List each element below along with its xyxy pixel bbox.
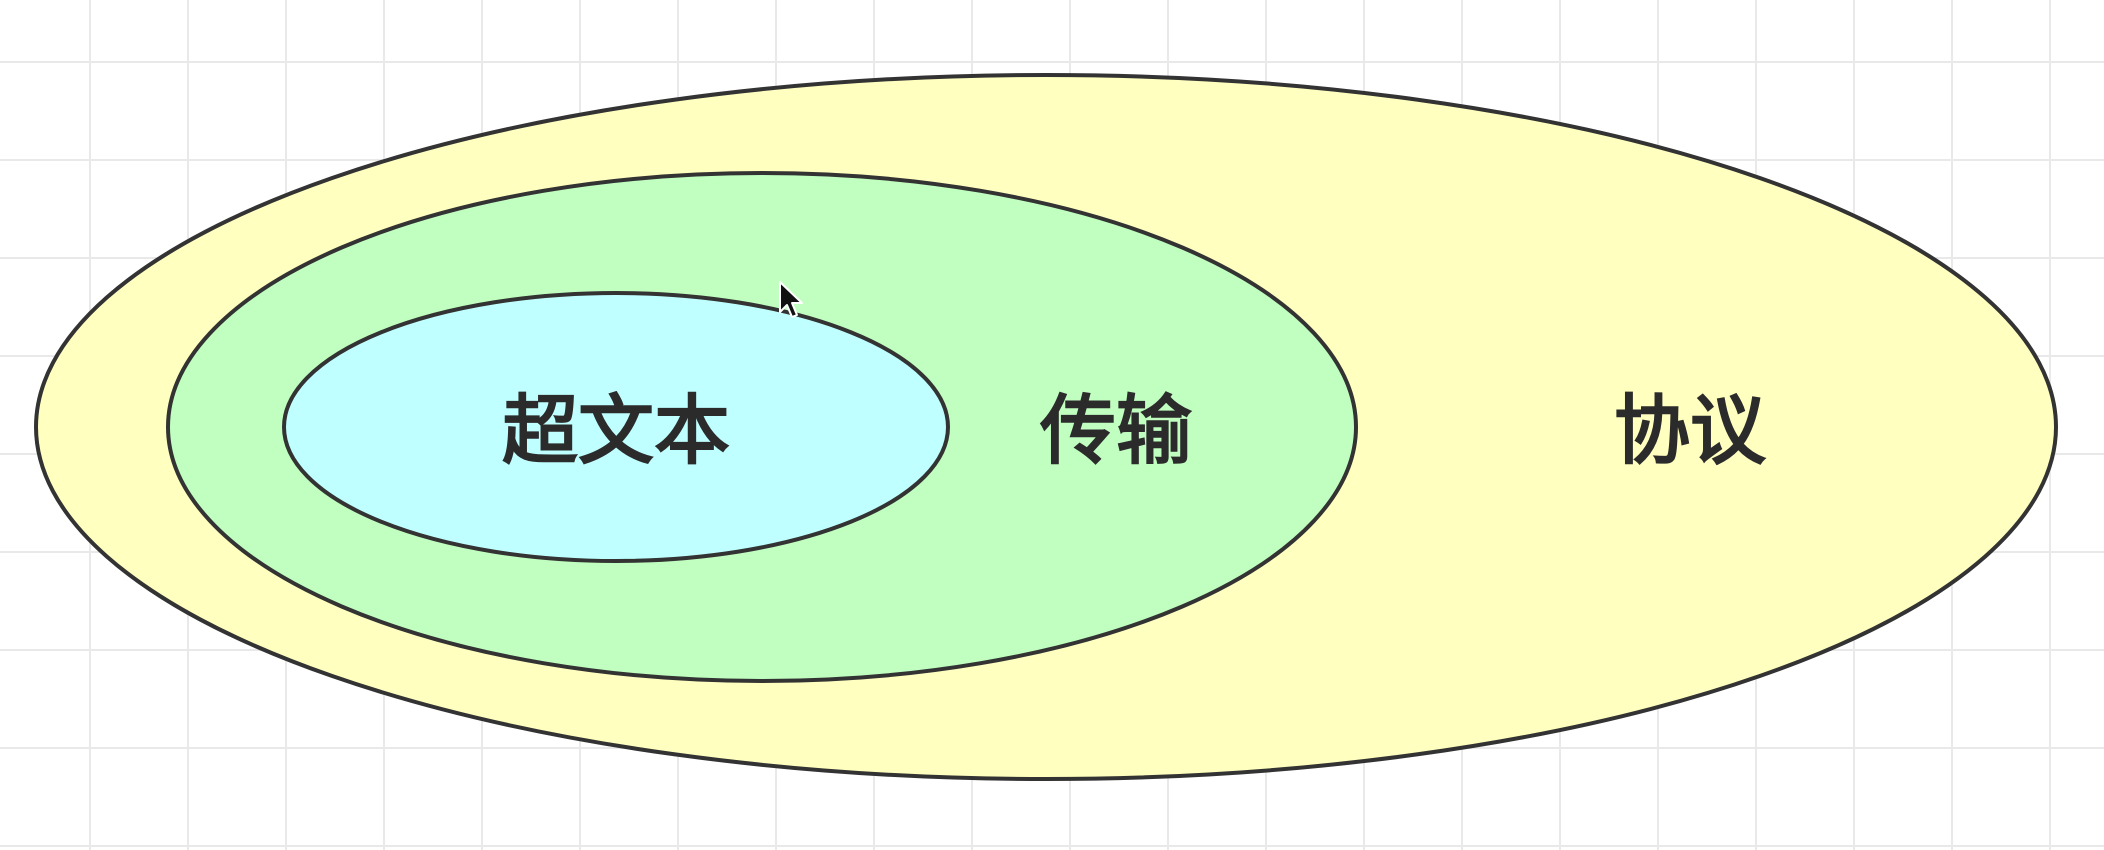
middle-label-transfer: 传输: [1039, 386, 1193, 475]
inner-label-hypertext: 超文本: [502, 386, 730, 475]
inner-ellipse-hypertext[interactable]: [282, 291, 950, 563]
mouse-pointer-icon: [779, 281, 803, 318]
outer-label-protocol: 协议: [1614, 386, 1767, 475]
